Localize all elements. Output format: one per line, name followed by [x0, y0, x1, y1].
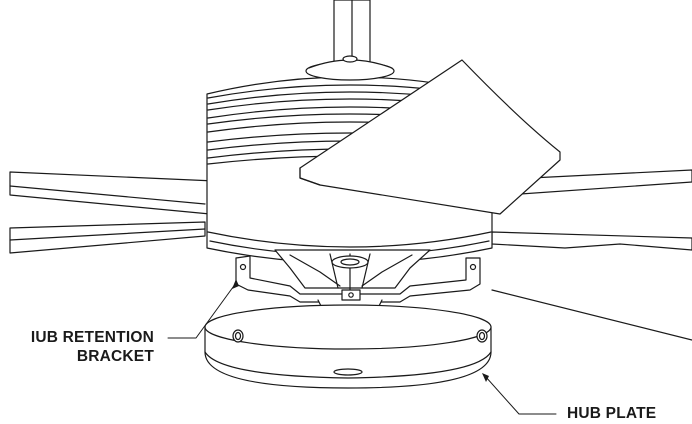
lower-left-blade: [9, 221, 206, 254]
leader-line-hub-retention: [167, 282, 237, 339]
hub-plate-label: HUB PLATE: [567, 405, 657, 422]
hub-retention-label-line2: BRACKET: [76, 348, 154, 365]
hub-retention-label-line1: IUB RETENTION: [30, 329, 154, 346]
hub-plate: [204, 304, 492, 389]
downrod: [333, 0, 371, 67]
leader-lines: [167, 282, 557, 415]
hub-retention-bracket-label: IUB RETENTION BRACKET: [31, 328, 154, 366]
leader-line-hub-plate: [484, 375, 557, 415]
lower-right-blade: [491, 231, 692, 341]
front-blade: [299, 59, 561, 215]
mounting-plate: [274, 249, 431, 291]
leader-arrows: [232, 279, 489, 382]
arrow-hub-retention: [232, 279, 239, 289]
arrow-hub-plate: [482, 373, 489, 382]
